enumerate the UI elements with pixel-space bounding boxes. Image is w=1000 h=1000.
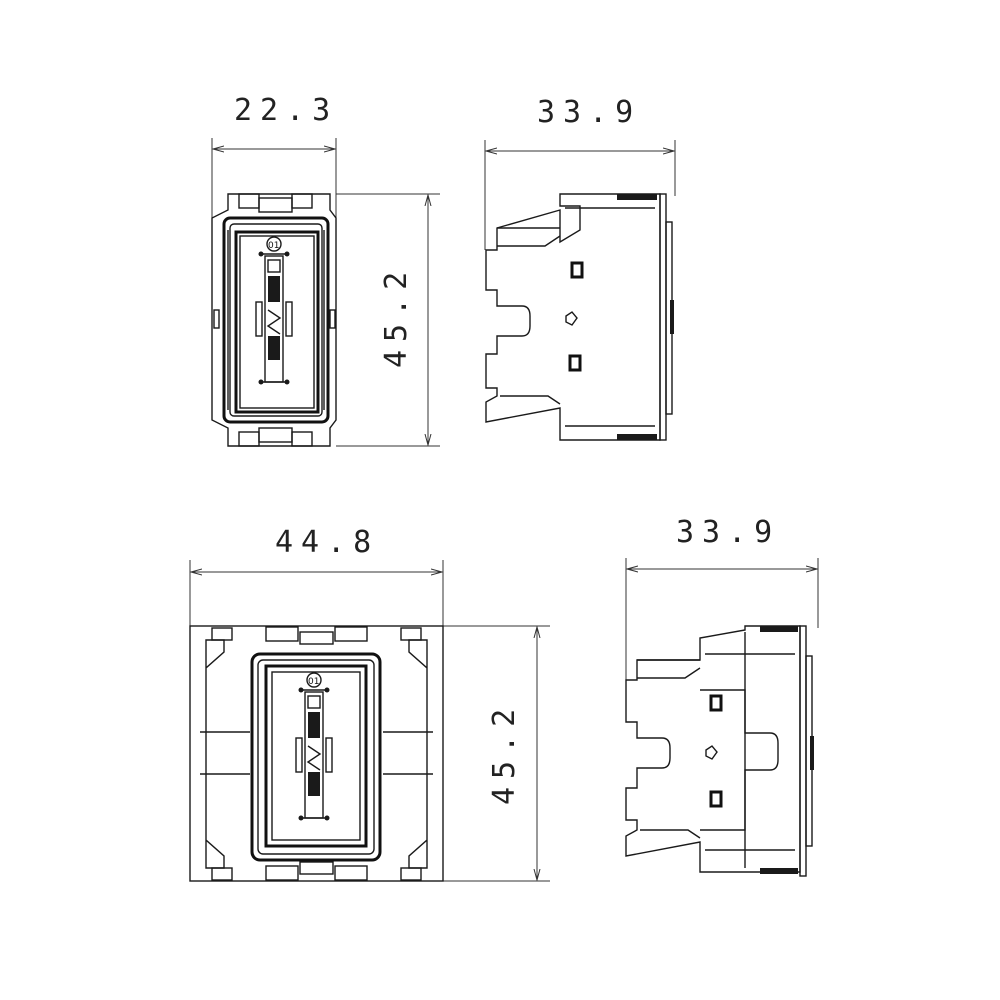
width-label: 22.3 [234, 93, 338, 128]
module-side-body [485, 193, 674, 441]
depth-label: 33.9 [537, 95, 641, 130]
module-side-body [625, 625, 814, 877]
side-view-double: 33.9 [625, 515, 819, 877]
depth-label: 33.9 [676, 515, 780, 550]
height-label: 45.2 [487, 701, 522, 805]
height-dimension: 45.2 [336, 193, 440, 447]
height-label: 45.2 [379, 264, 414, 368]
depth-dimension: 33.9 [625, 515, 819, 680]
width-label: 44.8 [275, 525, 379, 560]
switch-toggle: 01 [295, 672, 333, 821]
depth-dimension: 33.9 [484, 95, 676, 250]
marking-01: 01 [308, 677, 319, 687]
side-view-single: 33.9 [484, 95, 676, 441]
width-dimension: 22.3 [211, 93, 338, 222]
marking-01: 01 [268, 241, 279, 251]
switch-toggle: 01 [255, 236, 293, 385]
front-view-single: 22.3 45.2 [211, 93, 440, 447]
module-body [211, 193, 337, 447]
front-view-double: 44.8 45.2 [189, 525, 550, 882]
width-dimension: 44.8 [189, 525, 444, 626]
height-dimension: 45.2 [443, 625, 550, 882]
mounting-frame [189, 625, 444, 882]
